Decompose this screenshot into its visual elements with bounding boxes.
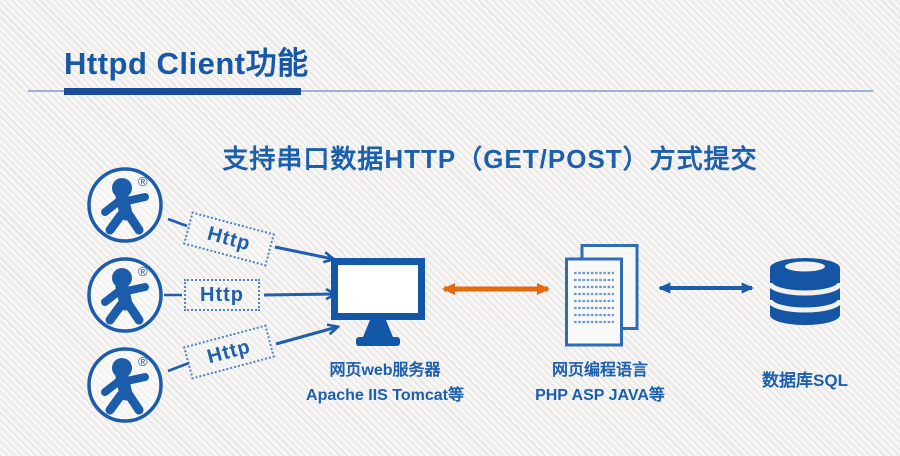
divider-line [28, 90, 873, 92]
language-caption-line1: 网页编程语言 [551, 362, 648, 379]
language-caption: 网页编程语言 PHP ASP JAVA等 [500, 358, 700, 408]
device3-to-http-line [167, 361, 190, 373]
web-server-caption-line1: 网页web服务器 [329, 362, 441, 379]
http-tag-2: Http [184, 279, 260, 311]
divider-accent-bar [64, 88, 301, 95]
serial-device-node-3: ® [86, 346, 164, 424]
web-server-node [331, 258, 425, 348]
mascot-device-logo-icon: ® [87, 167, 163, 243]
page-title: Httpd Client功能 [64, 46, 309, 81]
mascot-device-logo-icon: ® [87, 257, 163, 333]
documents-icon [565, 244, 639, 347]
registered-mark: ® [138, 354, 148, 369]
serial-device-node-1: ® [86, 166, 164, 244]
web-server-caption-line2: Apache IIS Tomcat等 [306, 387, 464, 404]
http2-to-server-arrow [263, 294, 335, 295]
database-cylinder-icon [767, 258, 843, 325]
http-tag-3: Http [183, 324, 275, 380]
database-node [766, 255, 844, 329]
monitor-icon [331, 258, 425, 346]
registered-mark: ® [138, 174, 148, 189]
diagram-subtitle: 支持串口数据HTTP（GET/POST）方式提交 [222, 144, 758, 174]
serial-device-node-2: ® [86, 256, 164, 334]
device1-to-http-line [167, 217, 188, 228]
http-tag-1: Http [183, 211, 275, 267]
registered-mark: ® [138, 264, 148, 279]
language-node [565, 244, 639, 348]
mascot-device-logo-icon: ® [87, 347, 163, 423]
database-caption: 数据库SQL [762, 371, 848, 390]
language-caption-line2: PHP ASP JAVA等 [535, 387, 665, 404]
http3-to-server-arrow [275, 327, 337, 346]
web-server-caption: 网页web服务器 Apache IIS Tomcat等 [280, 358, 490, 408]
http1-to-server-arrow [274, 245, 333, 259]
